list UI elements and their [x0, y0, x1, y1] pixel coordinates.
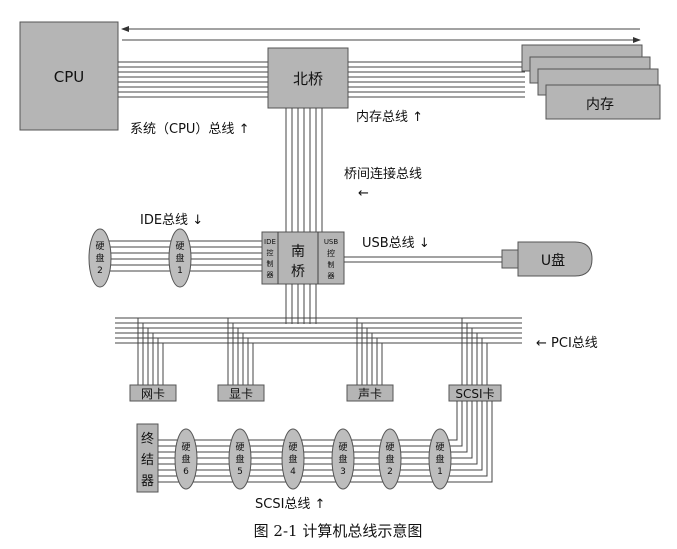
usb-drive: U盘: [501, 241, 593, 277]
ide-disk-2: 硬 盘 2: [88, 228, 112, 288]
disk-label: 5: [237, 467, 243, 477]
usb-bus-lines: [344, 256, 502, 263]
svg-text:结: 结: [141, 453, 154, 468]
svg-text:制: 制: [328, 260, 335, 269]
memory-modules: [521, 44, 661, 120]
disk-shape: [331, 428, 355, 490]
scsi-disk-1: 硬盘 1: [428, 428, 452, 490]
disk-label: 盘: [338, 453, 347, 465]
svg-text:南: 南: [291, 244, 305, 260]
svg-text:1: 1: [177, 266, 183, 276]
svg-text:终: 终: [141, 431, 154, 447]
svg-text:器: 器: [141, 474, 154, 489]
disk-shape: [281, 428, 305, 490]
disk-label: 6: [183, 467, 189, 477]
nic-drop: [137, 318, 164, 385]
nic-card: 网卡: [129, 384, 177, 402]
svg-text:网卡: 网卡: [141, 387, 165, 401]
disk-label: 硬: [181, 442, 190, 453]
memory-bus-label: 内存总线 ↑: [356, 109, 423, 125]
usb-bus-label: USB总线 ↓: [362, 236, 430, 251]
memory-label: 内存: [586, 97, 614, 113]
pci-bus-lines: [115, 317, 522, 344]
disk-label: 盘: [288, 453, 297, 465]
bridge-bus-lines: [285, 108, 323, 232]
figure-caption: 图 2-1 计算机总线示意图: [254, 522, 423, 540]
scsi-disk-6: 硬盘 6: [174, 428, 198, 490]
svg-text:盘: 盘: [95, 252, 104, 264]
system-bus-label: 系统（CPU）总线 ↑: [130, 122, 249, 137]
svg-text:硬: 硬: [95, 241, 104, 252]
svg-text:2: 2: [97, 266, 103, 276]
disk-label: 1: [437, 467, 443, 477]
scsi-disk-4: 硬盘 4: [281, 428, 305, 490]
terminator: 终 结 器: [136, 423, 159, 493]
ide-disk-1: 硬 盘 1: [168, 228, 192, 288]
video-card: 显卡: [217, 384, 265, 402]
svg-text:桥: 桥: [291, 264, 305, 280]
disk-shape: [428, 428, 452, 490]
disk-label: 硬: [288, 442, 297, 453]
disk-label: 盘: [235, 453, 244, 465]
video-drop: [227, 318, 254, 385]
svg-text:显卡: 显卡: [229, 387, 253, 401]
scsi-drop: [461, 318, 488, 385]
disk-label: 盘: [385, 453, 394, 465]
north-bridge-label: 北桥: [293, 70, 323, 88]
disk-label: 4: [290, 467, 296, 477]
disk-label: 硬: [385, 442, 394, 453]
disk-label: 盘: [435, 453, 444, 465]
ide-bus-label: IDE总线 ↓: [140, 213, 203, 228]
disk-label: 硬: [235, 442, 244, 453]
sound-drop: [356, 318, 383, 385]
north-bridge-box: [267, 47, 349, 109]
svg-text:SCSI卡: SCSI卡: [455, 387, 494, 401]
svg-text:器: 器: [267, 271, 274, 279]
disk-label: 硬: [435, 442, 444, 453]
svg-text:硬: 硬: [175, 241, 184, 252]
disk-label: 2: [387, 467, 393, 477]
scsi-card: SCSI卡: [448, 384, 502, 402]
system-bus-lines: [118, 61, 525, 98]
svg-text:盘: 盘: [175, 252, 184, 264]
scsi-disk-2: 硬盘 2: [378, 428, 402, 490]
svg-text:控: 控: [327, 248, 335, 258]
cpu-label: CPU: [54, 68, 85, 86]
bridge-bus-arrow: ←: [358, 186, 369, 201]
svg-text:U盘: U盘: [541, 252, 565, 269]
svg-text:USB: USB: [324, 238, 339, 246]
sound-card: 声卡: [346, 384, 394, 402]
disk-label: 硬: [338, 442, 347, 453]
svg-text:制: 制: [267, 259, 274, 268]
svg-text:IDE: IDE: [264, 238, 276, 246]
disk-shape: [378, 428, 402, 490]
svg-text:器: 器: [328, 272, 335, 280]
bridge-bus-label: 桥间连接总线: [344, 166, 422, 182]
svg-text:控: 控: [267, 248, 274, 257]
disk-shape: [228, 428, 252, 490]
svg-text:声卡: 声卡: [358, 387, 382, 401]
cpu-box: [19, 21, 119, 131]
sb-pci-link: [285, 284, 317, 324]
scsi-bus-label: SCSI总线 ↑: [255, 497, 325, 512]
disk-shape: [174, 428, 198, 490]
disk-label: 盘: [181, 453, 190, 465]
scsi-disk-3: 硬盘 3: [331, 428, 355, 490]
scsi-disk-5: 硬盘 5: [228, 428, 252, 490]
south-bridge: IDE 控 制 器 南 桥 USB 控 制 器: [261, 231, 345, 285]
scsi-bus-lines: [158, 401, 493, 483]
disk-label: 3: [340, 467, 346, 477]
pci-bus-label: ← PCI总线: [536, 336, 598, 351]
